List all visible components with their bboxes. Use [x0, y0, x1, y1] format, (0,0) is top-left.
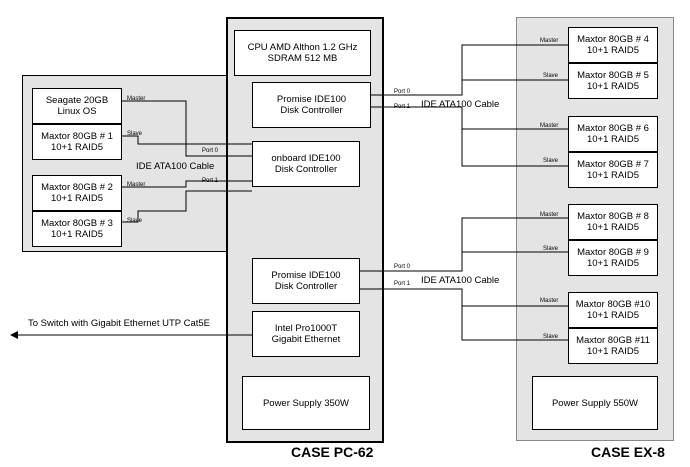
ram-label: SDRAM 512 MB	[267, 53, 338, 64]
slave-label: Slave	[127, 131, 143, 137]
master-label: Master	[540, 38, 559, 44]
disk-maxtor-3: Maxtor 80GB # 3 10+1 RAID5	[32, 211, 122, 247]
disk-maxtor-11: Maxtor 80GB #11 10+1 RAID5	[568, 328, 658, 364]
slave-label: Slave	[543, 334, 559, 340]
port-0-label: Port 0	[394, 89, 411, 95]
port-0-label: Port 0	[202, 148, 219, 154]
ide-cable-label: IDE ATA100 Cable	[421, 275, 500, 286]
power-supply-550w: Power Supply 550W	[532, 376, 658, 430]
promise-controller-top: Promise IDE100 Disk Controller	[252, 82, 371, 128]
disk-maxtor-2: Maxtor 80GB # 2 10+1 RAID5	[32, 175, 122, 211]
pc-62-case-title: CASE PC-62	[291, 444, 374, 460]
ide-cable-label: IDE ATA100 Cable	[421, 99, 500, 110]
slave-label: Slave	[543, 246, 559, 252]
promise-controller-bottom: Promise IDE100 Disk Controller	[252, 258, 360, 304]
disk-maxtor-8: Maxtor 80GB # 8 10+1 RAID5	[568, 204, 658, 240]
disk-maxtor-4: Maxtor 80GB # 4 10+1 RAID5	[568, 27, 658, 63]
port-0-label: Port 0	[394, 264, 411, 270]
port-1-label: Port 1	[394, 104, 411, 110]
port-1-label: Port 1	[202, 178, 219, 184]
disk-maxtor-7: Maxtor 80GB # 7 10+1 RAID5	[568, 152, 658, 188]
cpu-box: CPU AMD Althon 1.2 GHz SDRAM 512 MB	[234, 30, 371, 76]
slave-label: Slave	[127, 218, 143, 224]
disk-maxtor-1: Maxtor 80GB # 1 10+1 RAID5	[32, 124, 122, 160]
ex-8-case-title: CASE EX-8	[591, 444, 665, 460]
port-1-label: Port 1	[394, 281, 411, 287]
gigabit-nic: Intel Pro1000T Gigabit Ethernet	[252, 311, 360, 357]
disk-maxtor-9: Maxtor 80GB # 9 10+1 RAID5	[568, 240, 658, 276]
slave-label: Slave	[543, 158, 559, 164]
onboard-controller: onboard IDE100 Disk Controller	[252, 141, 360, 187]
master-label: Master	[540, 298, 559, 304]
disk-maxtor-5: Maxtor 80GB # 5 10+1 RAID5	[568, 63, 658, 99]
master-label: Master	[540, 212, 559, 218]
master-label: Master	[127, 96, 146, 102]
disk-maxtor-6: Maxtor 80GB # 6 10+1 RAID5	[568, 116, 658, 152]
master-label: Master	[540, 123, 559, 129]
slave-label: Slave	[543, 73, 559, 79]
disk-seagate: Seagate 20GB Linux OS	[32, 88, 122, 124]
ethernet-cable-label: To Switch with Gigabit Ethernet UTP Cat5…	[28, 318, 210, 329]
disk-maxtor-10: Maxtor 80GB #10 10+1 RAID5	[568, 292, 658, 328]
power-supply-350w: Power Supply 350W	[242, 376, 370, 430]
ide-cable-label: IDE ATA100 Cable	[136, 161, 215, 172]
cpu-label: CPU AMD Althon 1.2 GHz	[247, 42, 358, 53]
master-label: Master	[127, 182, 146, 188]
